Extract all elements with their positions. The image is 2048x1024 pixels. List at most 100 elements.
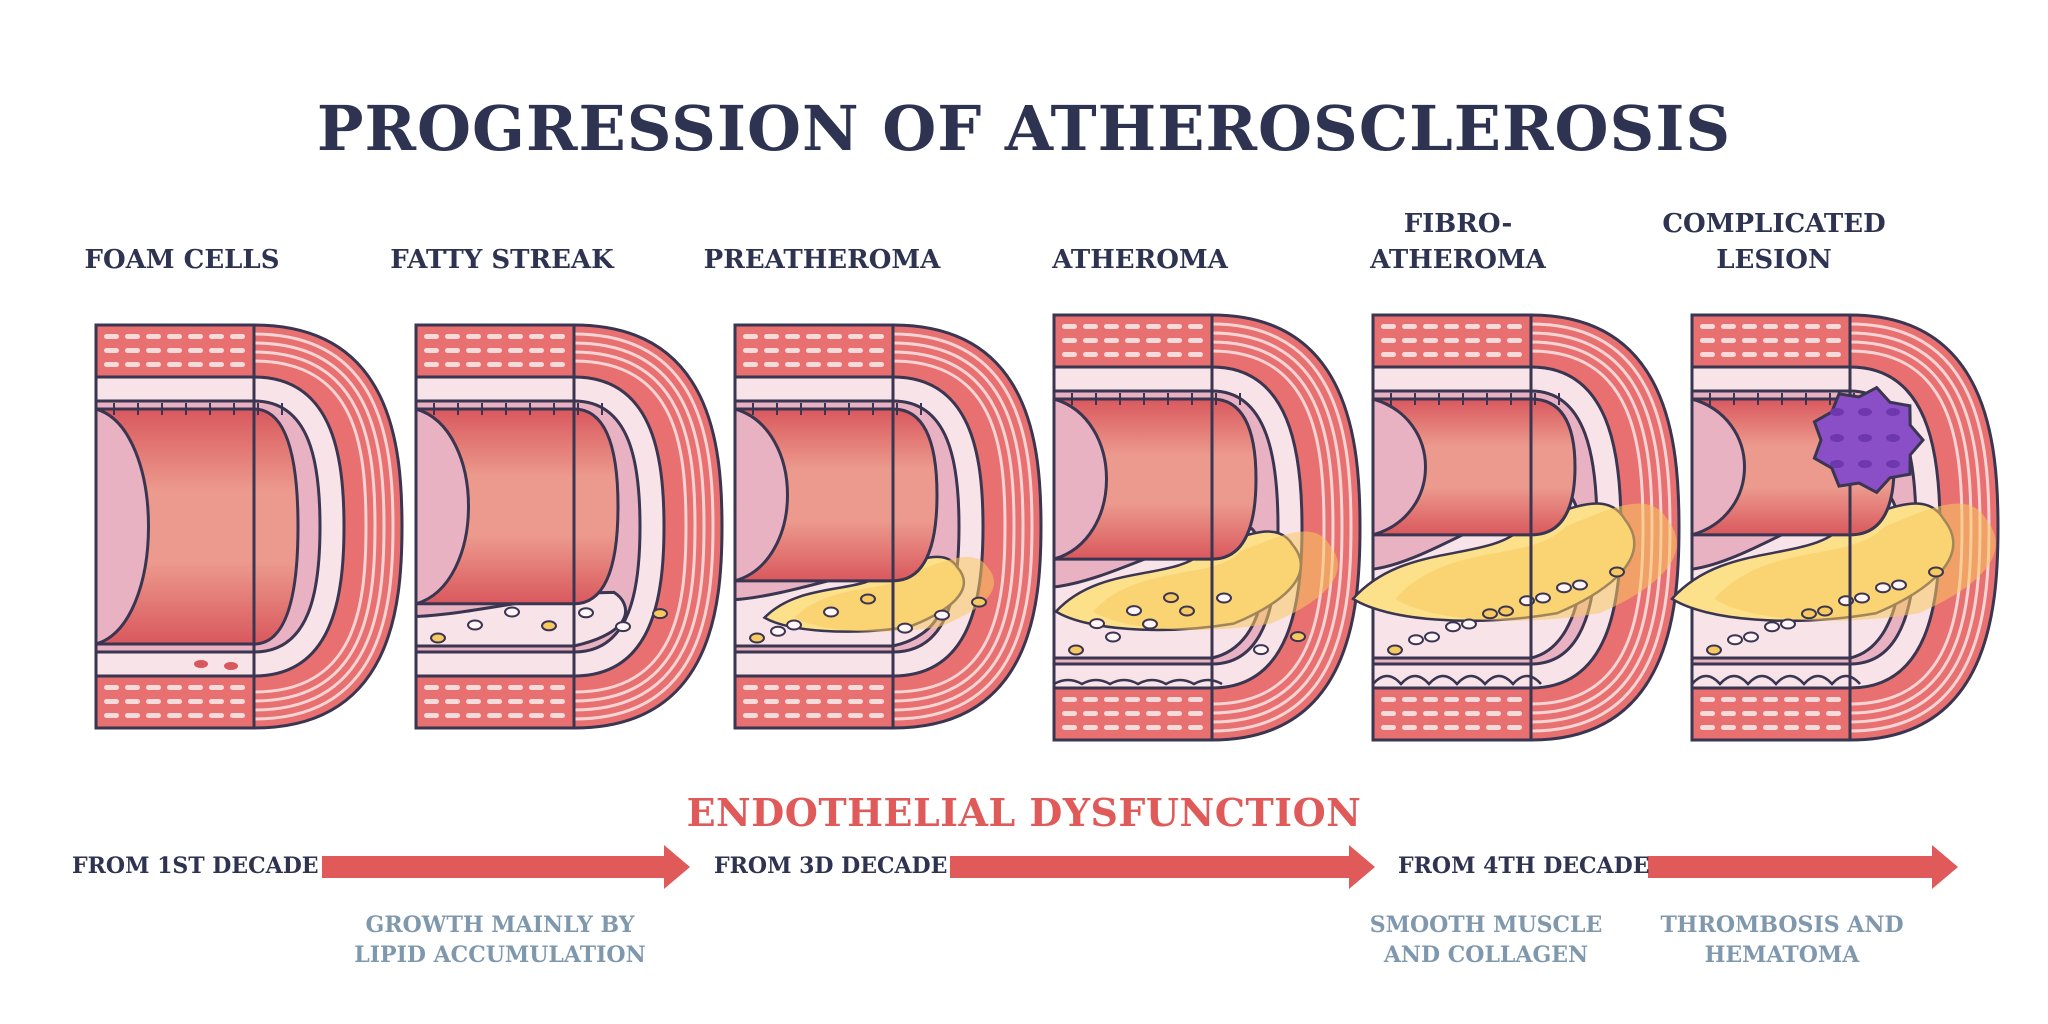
muscle-fiber bbox=[827, 362, 842, 367]
foam-cell bbox=[1126, 605, 1142, 617]
muscle-fiber bbox=[209, 362, 224, 367]
muscle-fiber bbox=[848, 362, 863, 367]
muscle-fiber bbox=[529, 713, 544, 718]
foam-cell bbox=[1142, 618, 1158, 630]
muscle-fiber bbox=[1188, 324, 1203, 329]
wall-stripe bbox=[573, 332, 715, 721]
muscle-fiber bbox=[1507, 338, 1522, 343]
muscle-fiber bbox=[1104, 711, 1119, 716]
artery-panel-preatheroma bbox=[733, 323, 1043, 730]
muscle-fiber bbox=[487, 699, 502, 704]
muscle-fiber bbox=[529, 362, 544, 367]
muscle-fiber bbox=[1188, 711, 1203, 716]
muscle-fiber bbox=[1784, 725, 1799, 730]
muscle-fiber bbox=[230, 362, 245, 367]
thrombus-cell bbox=[1858, 460, 1872, 468]
stage-label-line: ATHEROMA bbox=[1370, 245, 1546, 275]
foam-cell bbox=[1089, 618, 1105, 630]
muscle-fiber bbox=[1721, 725, 1736, 730]
muscle-fiber bbox=[1125, 338, 1140, 343]
muscle-fiber bbox=[104, 685, 119, 690]
muscle-fiber bbox=[1784, 711, 1799, 716]
foam-cell bbox=[541, 620, 557, 632]
muscle-fiber bbox=[230, 713, 245, 718]
foam-cell bbox=[1572, 579, 1588, 591]
note-line: GROWTH MAINLY BY bbox=[365, 912, 635, 938]
wall-stripe bbox=[892, 350, 1016, 703]
muscle-fiber bbox=[1381, 338, 1396, 343]
muscle-fiber bbox=[848, 699, 863, 704]
muscle-fiber bbox=[1167, 711, 1182, 716]
stage-label-foam-cells: FOAM CELLS bbox=[42, 242, 322, 278]
muscle-fiber bbox=[1444, 725, 1459, 730]
muscle-fiber bbox=[1104, 697, 1119, 702]
muscle-fiber bbox=[508, 699, 523, 704]
muscle-fiber bbox=[1826, 324, 1841, 329]
muscle-fiber bbox=[1721, 711, 1736, 716]
artery-panel-fatty-streak bbox=[414, 323, 724, 730]
muscle-fiber bbox=[1444, 352, 1459, 357]
muscle-fiber bbox=[1083, 338, 1098, 343]
muscle-fiber bbox=[1805, 338, 1820, 343]
muscle-fiber bbox=[550, 348, 565, 353]
artery-panel-foam-cells bbox=[94, 323, 404, 730]
muscle-fiber bbox=[1125, 697, 1140, 702]
muscle-fiber bbox=[1763, 697, 1778, 702]
muscle-fiber bbox=[1188, 697, 1203, 702]
muscle-fiber bbox=[1381, 324, 1396, 329]
muscle-fiber bbox=[146, 699, 161, 704]
muscle-fiber bbox=[167, 713, 182, 718]
muscle-fiber bbox=[1805, 324, 1820, 329]
muscle-fiber bbox=[785, 685, 800, 690]
muscle-fiber bbox=[743, 334, 758, 339]
muscle-fiber bbox=[466, 362, 481, 367]
muscle-fiber bbox=[445, 685, 460, 690]
foam-cell bbox=[1105, 631, 1121, 643]
muscle-fiber bbox=[487, 362, 502, 367]
muscle-fiber bbox=[104, 713, 119, 718]
muscle-fiber bbox=[869, 334, 884, 339]
muscle-fiber bbox=[1742, 711, 1757, 716]
muscle-fiber bbox=[487, 713, 502, 718]
stage-label-fibro-atheroma: FIBRO- ATHEROMA bbox=[1318, 206, 1598, 278]
progression-arrow-2 bbox=[950, 845, 1375, 889]
foam-cell bbox=[1163, 592, 1179, 604]
muscle-fiber bbox=[230, 348, 245, 353]
wall-stripe bbox=[1211, 349, 1326, 706]
muscle-fiber bbox=[1700, 725, 1715, 730]
muscle-fiber bbox=[1700, 338, 1715, 343]
muscle-fiber bbox=[1381, 352, 1396, 357]
foam-cell bbox=[823, 606, 839, 618]
muscle-fiber bbox=[806, 362, 821, 367]
foam-cell bbox=[430, 632, 446, 644]
stage-label-complicated-lesion: COMPLICATED LESION bbox=[1634, 206, 1914, 278]
muscle-fiber bbox=[869, 362, 884, 367]
note-line: LIPID ACCUMULATION bbox=[354, 942, 646, 968]
lipid-core-shade bbox=[1093, 531, 1338, 630]
progression-arrow-3 bbox=[1648, 845, 1958, 889]
muscle-fiber bbox=[125, 334, 140, 339]
endothelial-dysfunction-label: ENDOTHELIAL DYSFUNCTION bbox=[686, 790, 1362, 835]
muscle-fiber bbox=[1507, 725, 1522, 730]
foam-cell bbox=[1424, 631, 1440, 643]
muscle-fiber bbox=[188, 685, 203, 690]
muscle-fiber bbox=[1444, 324, 1459, 329]
note-line: AND COLLAGEN bbox=[1383, 942, 1589, 968]
muscle-fiber bbox=[529, 348, 544, 353]
foam-cell bbox=[897, 622, 913, 634]
muscle-fiber bbox=[1062, 324, 1077, 329]
muscle-fiber bbox=[806, 685, 821, 690]
muscle-fiber bbox=[550, 713, 565, 718]
muscle-fiber bbox=[1062, 711, 1077, 716]
muscle-fiber bbox=[1784, 338, 1799, 343]
muscle-fiber bbox=[209, 685, 224, 690]
muscle-fiber bbox=[1465, 711, 1480, 716]
muscle-fiber bbox=[125, 685, 140, 690]
muscle-fiber bbox=[424, 699, 439, 704]
muscle-fiber bbox=[1465, 338, 1480, 343]
muscle-fiber bbox=[827, 699, 842, 704]
muscle-fiber bbox=[1402, 697, 1417, 702]
note-line: SMOOTH MUSCLE bbox=[1369, 912, 1603, 938]
muscle-fiber bbox=[508, 348, 523, 353]
